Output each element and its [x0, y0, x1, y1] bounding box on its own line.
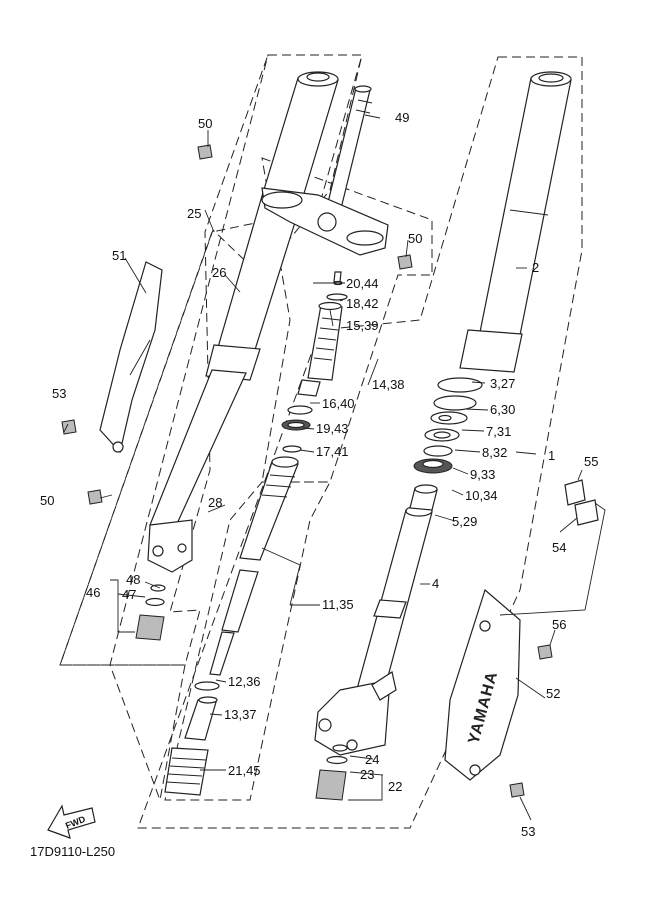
- callout: 53: [52, 386, 66, 401]
- bolts: [61, 144, 553, 798]
- damper-rod-assembly: [164, 456, 299, 796]
- callout: 7,31: [486, 424, 511, 439]
- callout: 8,32: [482, 445, 507, 460]
- leader-lines: [63, 114, 606, 821]
- callout: 18,42: [346, 296, 379, 311]
- callout: 23: [360, 767, 374, 782]
- callout: 19,43: [316, 421, 349, 436]
- callout: 10,34: [465, 488, 498, 503]
- inner-tube-right: [314, 484, 438, 756]
- callout: 50: [40, 493, 54, 508]
- callout: 15,39: [346, 318, 379, 333]
- right-axle-parts: [315, 744, 348, 801]
- callout: 2: [532, 260, 539, 275]
- outer-tube-left: [147, 71, 339, 573]
- guard-brackets: [564, 479, 599, 526]
- boundary-damper-11: [164, 481, 331, 801]
- callout: 20,44: [346, 276, 379, 291]
- callout: 4: [432, 576, 439, 591]
- callout: 26: [212, 265, 226, 280]
- callout: 49: [395, 110, 409, 125]
- fork-guard-right: YAMAHA: [444, 588, 521, 781]
- callout: 52: [546, 686, 560, 701]
- callout: 56: [552, 617, 566, 632]
- cartridge-parts: [281, 271, 348, 453]
- callout: 48: [126, 572, 140, 587]
- callout: 21,45: [228, 763, 261, 778]
- callout: 5,29: [452, 514, 477, 529]
- callout: 13,37: [224, 707, 257, 722]
- callout: 14,38: [372, 377, 405, 392]
- callout: 22: [388, 779, 402, 794]
- lower-bracket: [261, 187, 389, 256]
- callout: 46: [86, 585, 100, 600]
- callout: 11,35: [322, 597, 354, 612]
- fwd-arrow-icon: FWD: [47, 804, 96, 839]
- callout: 9,33: [470, 467, 495, 482]
- callout: 24: [365, 752, 379, 767]
- callout: 17,41: [316, 444, 349, 459]
- callout: 3,27: [490, 376, 515, 391]
- callout: 12,36: [228, 674, 261, 689]
- outer-tube-right: [459, 71, 572, 373]
- fork-guard-left: [99, 261, 163, 454]
- boundary-inner-cartridge-14: [261, 157, 433, 483]
- boundary-fork-assembly-1: [137, 56, 583, 829]
- callout: 16,40: [322, 396, 355, 411]
- callout: 1: [548, 448, 555, 463]
- callout-labels: 1 2 3,27 4 5,29 6,30 7,31 8,32 9,33 10,3…: [40, 110, 598, 839]
- left-axle-parts: [135, 584, 166, 641]
- callout: 55: [584, 454, 598, 469]
- callout: 47: [122, 587, 136, 602]
- callout: 50: [408, 231, 422, 246]
- callout: 53: [521, 824, 535, 839]
- callout: 50: [198, 116, 212, 131]
- seal-stack-right: [413, 377, 483, 474]
- callout: 51: [112, 248, 126, 263]
- callout: 28: [208, 495, 222, 510]
- callout: 6,30: [490, 402, 515, 417]
- callout: 25: [187, 206, 201, 221]
- diagram-code: 17D9110-L250: [30, 844, 115, 859]
- callout: 54: [552, 540, 566, 555]
